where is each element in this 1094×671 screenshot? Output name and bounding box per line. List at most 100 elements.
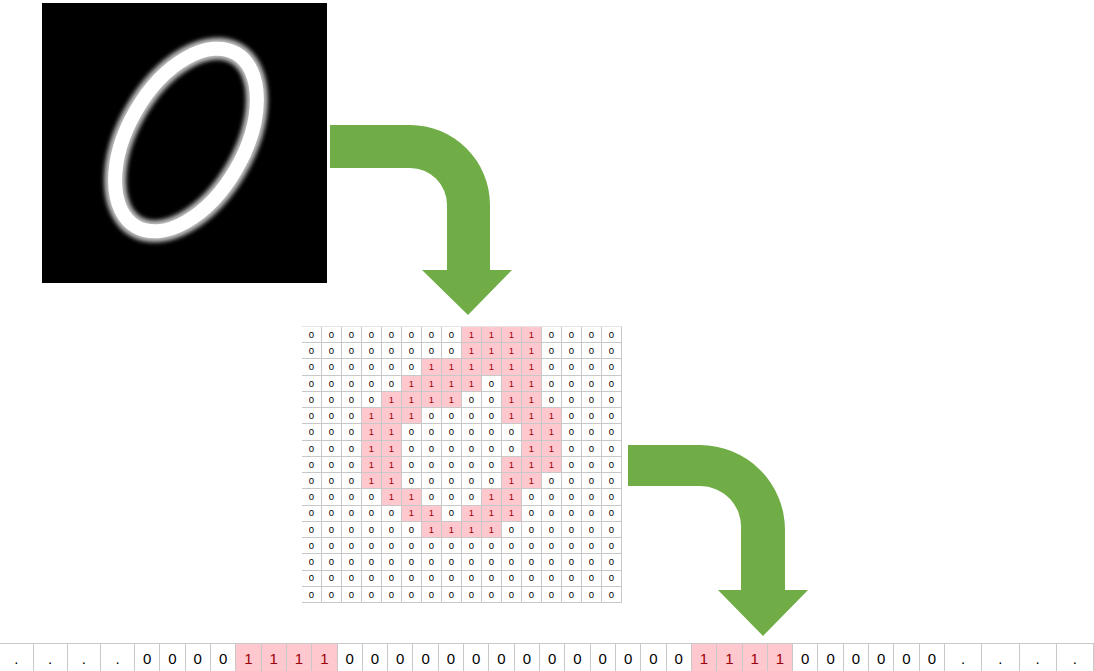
matrix-cell: 0 bbox=[542, 473, 562, 489]
cell-value: 0 bbox=[409, 346, 414, 356]
matrix-cell: 0 bbox=[582, 457, 602, 473]
cell-value: 0 bbox=[349, 590, 354, 600]
cell-value: 0 bbox=[569, 557, 574, 567]
cell-value: 0 bbox=[569, 508, 574, 518]
cell-value: 0 bbox=[449, 346, 454, 356]
matrix-cell: 1 bbox=[502, 376, 522, 392]
cell-value: 0 bbox=[569, 460, 574, 470]
cell-value: 0 bbox=[429, 476, 434, 486]
matrix-cell: 0 bbox=[342, 392, 362, 408]
cell-value: 1 bbox=[529, 476, 534, 486]
matrix-cell: 0 bbox=[602, 376, 622, 392]
cell-value: 0 bbox=[449, 411, 454, 421]
cell-value: 0 bbox=[529, 508, 534, 518]
matrix-cell: 0 bbox=[602, 343, 622, 359]
matrix-cell: 0 bbox=[342, 554, 362, 570]
cell-value: 1 bbox=[409, 395, 414, 405]
matrix-cell: 0 bbox=[542, 392, 562, 408]
matrix-cell: 0 bbox=[582, 473, 602, 489]
cell-value: 0 bbox=[396, 651, 404, 666]
matrix-cell: 1 bbox=[442, 359, 462, 375]
cell-value: 0 bbox=[329, 330, 334, 340]
matrix-cell: 0 bbox=[442, 457, 462, 473]
matrix-cell: 1 bbox=[402, 376, 422, 392]
cell-value: 0 bbox=[569, 427, 574, 437]
matrix-cell: 0 bbox=[342, 538, 362, 554]
matrix-cell: 1 bbox=[382, 473, 402, 489]
matrix-cell: 0 bbox=[602, 506, 622, 522]
matrix-cell: 0 bbox=[362, 343, 382, 359]
matrix-cell: 0 bbox=[322, 457, 342, 473]
cell-value: 0 bbox=[449, 541, 454, 551]
cell-value: 0 bbox=[549, 379, 554, 389]
matrix-cell: 0 bbox=[562, 538, 582, 554]
cell-value: 1 bbox=[700, 651, 708, 666]
matrix-cell: 0 bbox=[382, 327, 402, 343]
matrix-cell: 0 bbox=[402, 538, 422, 554]
cell-value: 0 bbox=[469, 590, 474, 600]
cell-value: 1 bbox=[409, 492, 414, 502]
cell-value: 0 bbox=[389, 573, 394, 583]
cell-value: 0 bbox=[429, 346, 434, 356]
matrix-cell: 0 bbox=[793, 643, 818, 671]
cell-value: 0 bbox=[548, 651, 556, 666]
cell-value: 0 bbox=[389, 330, 394, 340]
matrix-cell: 0 bbox=[302, 327, 322, 343]
cell-value: 0 bbox=[349, 379, 354, 389]
matrix-cell: 0 bbox=[542, 327, 562, 343]
cell-value: 1 bbox=[725, 651, 733, 666]
matrix-cell: 0 bbox=[302, 522, 322, 538]
matrix-cell: 0 bbox=[462, 457, 482, 473]
matrix-cell: . bbox=[101, 643, 135, 671]
cell-value: 1 bbox=[270, 651, 278, 666]
cell-value: 1 bbox=[489, 492, 494, 502]
cell-value: 0 bbox=[369, 379, 374, 389]
cell-value: 0 bbox=[369, 346, 374, 356]
matrix-cell: 0 bbox=[542, 506, 562, 522]
cell-value: 0 bbox=[599, 651, 607, 666]
matrix-cell: 1 bbox=[542, 457, 562, 473]
cell-value: 0 bbox=[389, 346, 394, 356]
matrix-cell: 0 bbox=[442, 441, 462, 457]
cell-value: 1 bbox=[469, 379, 474, 389]
cell-value: 0 bbox=[589, 460, 594, 470]
matrix-cell: 0 bbox=[582, 392, 602, 408]
cell-value: 0 bbox=[329, 573, 334, 583]
cell-value: 0 bbox=[329, 476, 334, 486]
matrix-cell: 0 bbox=[322, 571, 342, 587]
cell-value: 0 bbox=[489, 541, 494, 551]
cell-value: 0 bbox=[447, 651, 455, 666]
cell-value: 0 bbox=[469, 541, 474, 551]
matrix-cell: 0 bbox=[482, 392, 502, 408]
cell-value: 0 bbox=[329, 346, 334, 356]
cell-value: 0 bbox=[349, 346, 354, 356]
cell-value: 0 bbox=[429, 411, 434, 421]
matrix-cell: 0 bbox=[402, 343, 422, 359]
cell-value: 0 bbox=[309, 346, 314, 356]
cell-value: 1 bbox=[449, 379, 454, 389]
matrix-cell: 0 bbox=[322, 441, 342, 457]
matrix-cell: 1 bbox=[362, 457, 382, 473]
cell-value: 0 bbox=[449, 330, 454, 340]
matrix-cell: 0 bbox=[302, 408, 322, 424]
cell-value: 0 bbox=[509, 444, 514, 454]
matrix-cell: 0 bbox=[422, 457, 442, 473]
matrix-cell: 0 bbox=[322, 408, 342, 424]
cell-value: 0 bbox=[309, 541, 314, 551]
cell-value: 0 bbox=[609, 411, 614, 421]
matrix-cell: 0 bbox=[482, 473, 502, 489]
cell-value: 1 bbox=[295, 651, 303, 666]
matrix-cell: 0 bbox=[135, 643, 160, 671]
matrix-cell: 0 bbox=[362, 554, 382, 570]
cell-value: 0 bbox=[409, 525, 414, 535]
cell-value: 0 bbox=[349, 444, 354, 454]
matrix-cell: 1 bbox=[422, 359, 442, 375]
cell-value: 0 bbox=[369, 508, 374, 518]
cell-value: 1 bbox=[429, 395, 434, 405]
cell-value: 0 bbox=[609, 541, 614, 551]
matrix-cell: 1 bbox=[382, 408, 402, 424]
cell-value: 0 bbox=[219, 651, 227, 666]
cell-value: 0 bbox=[589, 476, 594, 486]
cell-value: 0 bbox=[309, 590, 314, 600]
cell-value: 0 bbox=[489, 395, 494, 405]
